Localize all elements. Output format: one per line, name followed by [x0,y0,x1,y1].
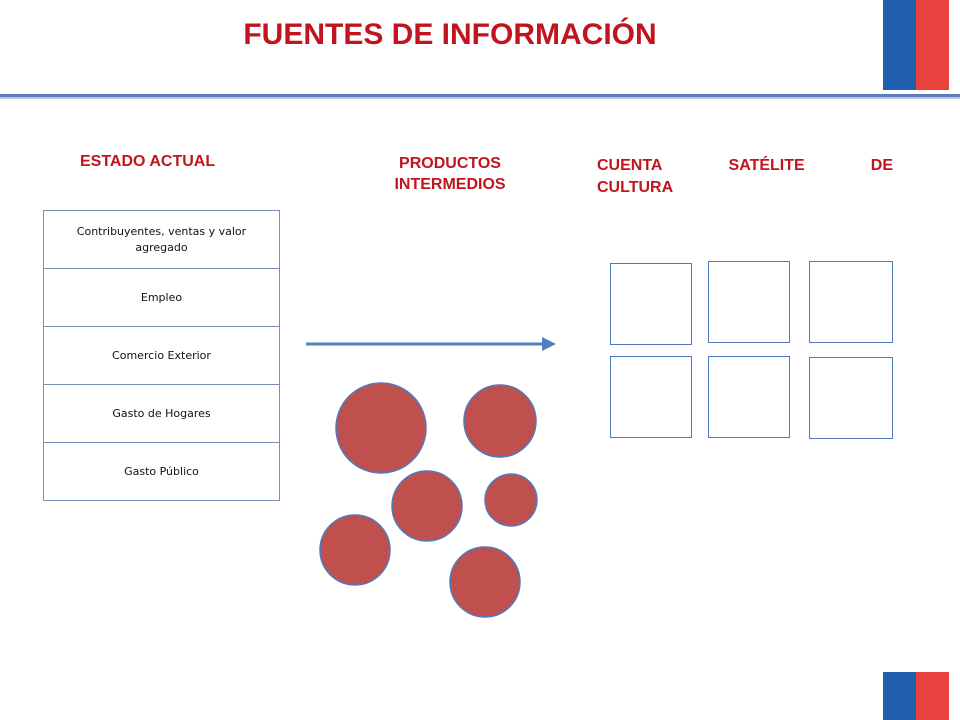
slide-title: FUENTES DE INFORMACIÓN [243,18,657,51]
flow-arrow-head [542,337,556,351]
heading-productos-line2: INTERMEDIOS [394,176,506,193]
satellite-account-box-2 [708,261,790,343]
satellite-account-box-5 [708,356,790,438]
product-circle-5 [319,514,391,586]
source-row-gasto-hogares: Gasto de Hogares [44,384,279,442]
heading-cuenta-line2: CULTURA [597,179,674,196]
source-row-empleo: Empleo [44,268,279,326]
satellite-account-box-3 [809,261,893,343]
product-circle-6 [449,546,521,618]
product-circle-4 [484,473,538,527]
product-circle-2 [463,384,537,458]
title-divider-shadow [0,97,960,99]
source-row-gasto-publico: Gasto Público [44,442,279,500]
heading-cuenta-word1: CUENTA [597,157,663,174]
heading-cuenta-word3: DE [870,157,893,174]
heading-cuenta-word2: SATÉLITE [728,157,805,174]
title-divider [0,94,960,97]
flag-red-stripe [916,0,949,90]
source-row-comercio-exterior: Comercio Exterior [44,326,279,384]
source-row-contribuyentes: Contribuyentes, ventas y valor agregado [44,210,279,268]
satellite-account-box-6 [809,357,893,439]
heading-productos-line1: PRODUCTOS [399,155,501,172]
satellite-account-box-1 [610,263,692,345]
heading-cuenta-satelite: CUENTA SATÉLITE DE CULTURA [597,155,893,199]
product-circle-3 [391,470,463,542]
sources-table: Contribuyentes, ventas y valor agregado … [43,210,280,501]
heading-estado-actual: ESTADO ACTUAL [80,153,216,170]
flag-emblem-top [883,0,949,90]
satellite-account-box-4 [610,356,692,438]
flag-red-stripe-bottom [916,672,949,720]
flag-blue-stripe-bottom [883,672,916,720]
flag-blue-stripe [883,0,916,90]
heading-productos-intermedios: PRODUCTOS INTERMEDIOS [350,153,550,195]
flow-arrow [306,337,556,351]
product-circle-1 [335,382,427,474]
flag-emblem-bottom [883,672,949,720]
